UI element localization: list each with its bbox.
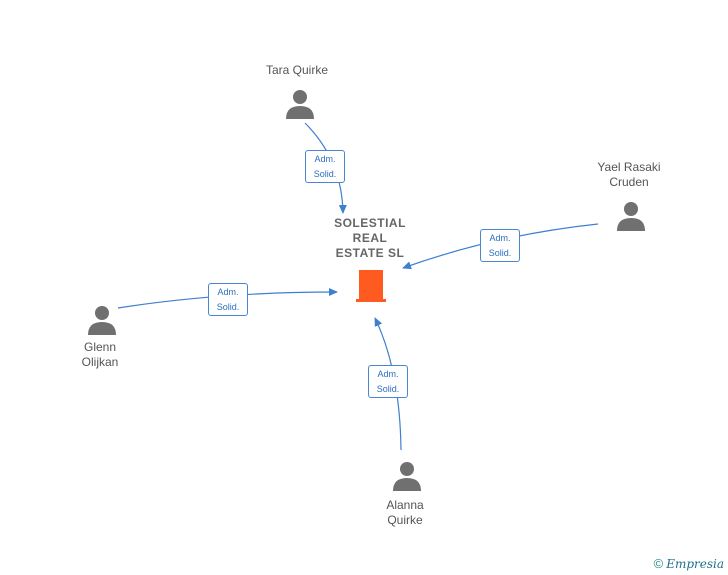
relation-badge-glenn[interactable]: Adm. Solid. xyxy=(208,283,248,316)
person-name-glenn[interactable]: Glenn Olijkan xyxy=(40,340,160,370)
building-icon[interactable] xyxy=(356,268,386,302)
person-icon[interactable] xyxy=(392,460,422,492)
person-name-tara-line-1: Tara Quirke xyxy=(265,63,329,77)
person-name-alanna[interactable]: Alanna Quirke xyxy=(345,498,465,528)
relation-badge-yael[interactable]: Adm. Solid. xyxy=(480,229,520,262)
badge-line-2: Solid. xyxy=(313,169,337,179)
badge-line-1: Adm. xyxy=(489,233,511,243)
person-name-alanna-line-2: Quirke xyxy=(387,513,423,527)
brand-logo[interactable]: Empresia xyxy=(666,557,724,571)
badge-line-1: Adm. xyxy=(377,369,399,379)
person-name-glenn-line-1: Glenn xyxy=(83,340,117,354)
relation-badge-tara[interactable]: Adm. Solid. xyxy=(305,150,345,183)
badge-line-2: Solid. xyxy=(488,248,512,258)
person-name-alanna-line-1: Alanna xyxy=(386,498,424,512)
badge-line-2: Solid. xyxy=(216,302,240,312)
person-icon[interactable] xyxy=(87,304,117,336)
badge-line-2: Solid. xyxy=(376,384,400,394)
badge-line-1: Adm. xyxy=(314,154,336,164)
person-name-yael-line-2: Cruden xyxy=(609,175,649,189)
person-name-tara[interactable]: Tara Quirke xyxy=(237,63,357,78)
person-name-yael-line-1: Yael Rasaki xyxy=(597,160,661,174)
company-name-line-1: SOLESTIAL xyxy=(334,216,406,230)
person-name-yael[interactable]: Yael Rasaki Cruden xyxy=(569,160,689,190)
copyright-icon: © xyxy=(653,556,664,571)
person-icon[interactable] xyxy=(285,88,315,120)
company-name-line-3: ESTATE SL xyxy=(335,246,405,260)
person-icon[interactable] xyxy=(616,200,646,232)
person-name-glenn-line-2: Olijkan xyxy=(81,355,119,369)
relation-badge-alanna[interactable]: Adm. Solid. xyxy=(368,365,408,398)
badge-line-1: Adm. xyxy=(217,287,239,297)
company-name[interactable]: SOLESTIAL REAL ESTATE SL xyxy=(320,216,420,261)
footer-brand: ©Empresia xyxy=(654,556,724,571)
company-name-line-2: REAL xyxy=(352,231,388,245)
